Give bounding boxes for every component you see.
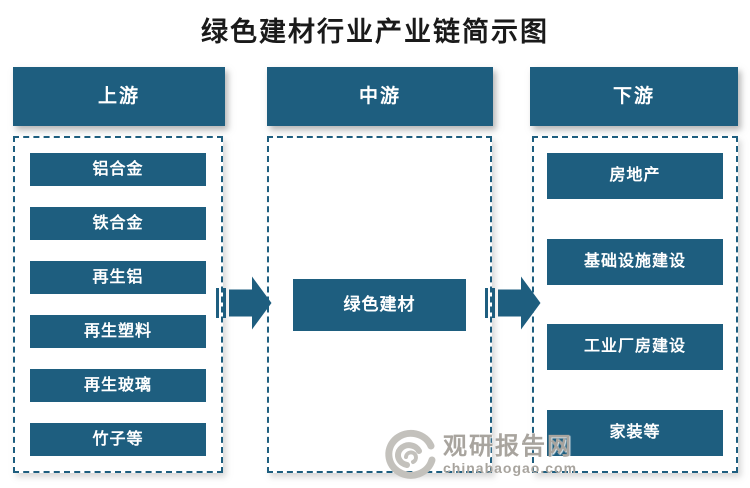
midstream-panel: 绿色建材 — [267, 136, 492, 473]
downstream-item-industrial-plant: 工业厂房建设 — [547, 324, 723, 371]
swirl-logo-icon — [383, 428, 439, 482]
page-title: 绿色建材行业产业链简示图 — [201, 17, 549, 47]
upstream-item-bamboo: 竹子等 — [30, 423, 206, 456]
upstream-item-recycled-plastic: 再生塑料 — [30, 315, 206, 348]
downstream-header: 下游 — [530, 67, 738, 126]
downstream-item-infrastructure: 基础设施建设 — [547, 238, 723, 285]
midstream-header: 中游 — [267, 67, 493, 126]
downstream-item-home-decoration: 家装等 — [547, 409, 723, 456]
striped-arrow-midstream-to-downstream-icon — [485, 276, 541, 330]
striped-arrow-upstream-to-midstream-icon — [216, 276, 272, 330]
watermark-site-url: chinabaogao.com — [443, 460, 578, 476]
watermark: 观研报告网 chinabaogao.com — [383, 428, 577, 482]
watermark-site-name: 观研报告网 — [443, 433, 573, 460]
upstream-header: 上游 — [13, 67, 225, 126]
downstream-panel: 房地产 基础设施建设 工业厂房建设 家装等 — [532, 136, 738, 473]
upstream-item-ferroalloy: 铁合金 — [30, 207, 206, 240]
upstream-item-recycled-aluminum: 再生铝 — [30, 261, 206, 294]
upstream-item-recycled-glass: 再生玻璃 — [30, 369, 206, 402]
midstream-item-green-building-materials: 绿色建材 — [293, 278, 466, 331]
upstream-item-aluminum-alloy: 铝合金 — [30, 153, 206, 186]
downstream-item-real-estate: 房地产 — [547, 153, 723, 199]
upstream-panel: 铝合金 铁合金 再生铝 再生塑料 再生玻璃 竹子等 — [13, 136, 223, 473]
